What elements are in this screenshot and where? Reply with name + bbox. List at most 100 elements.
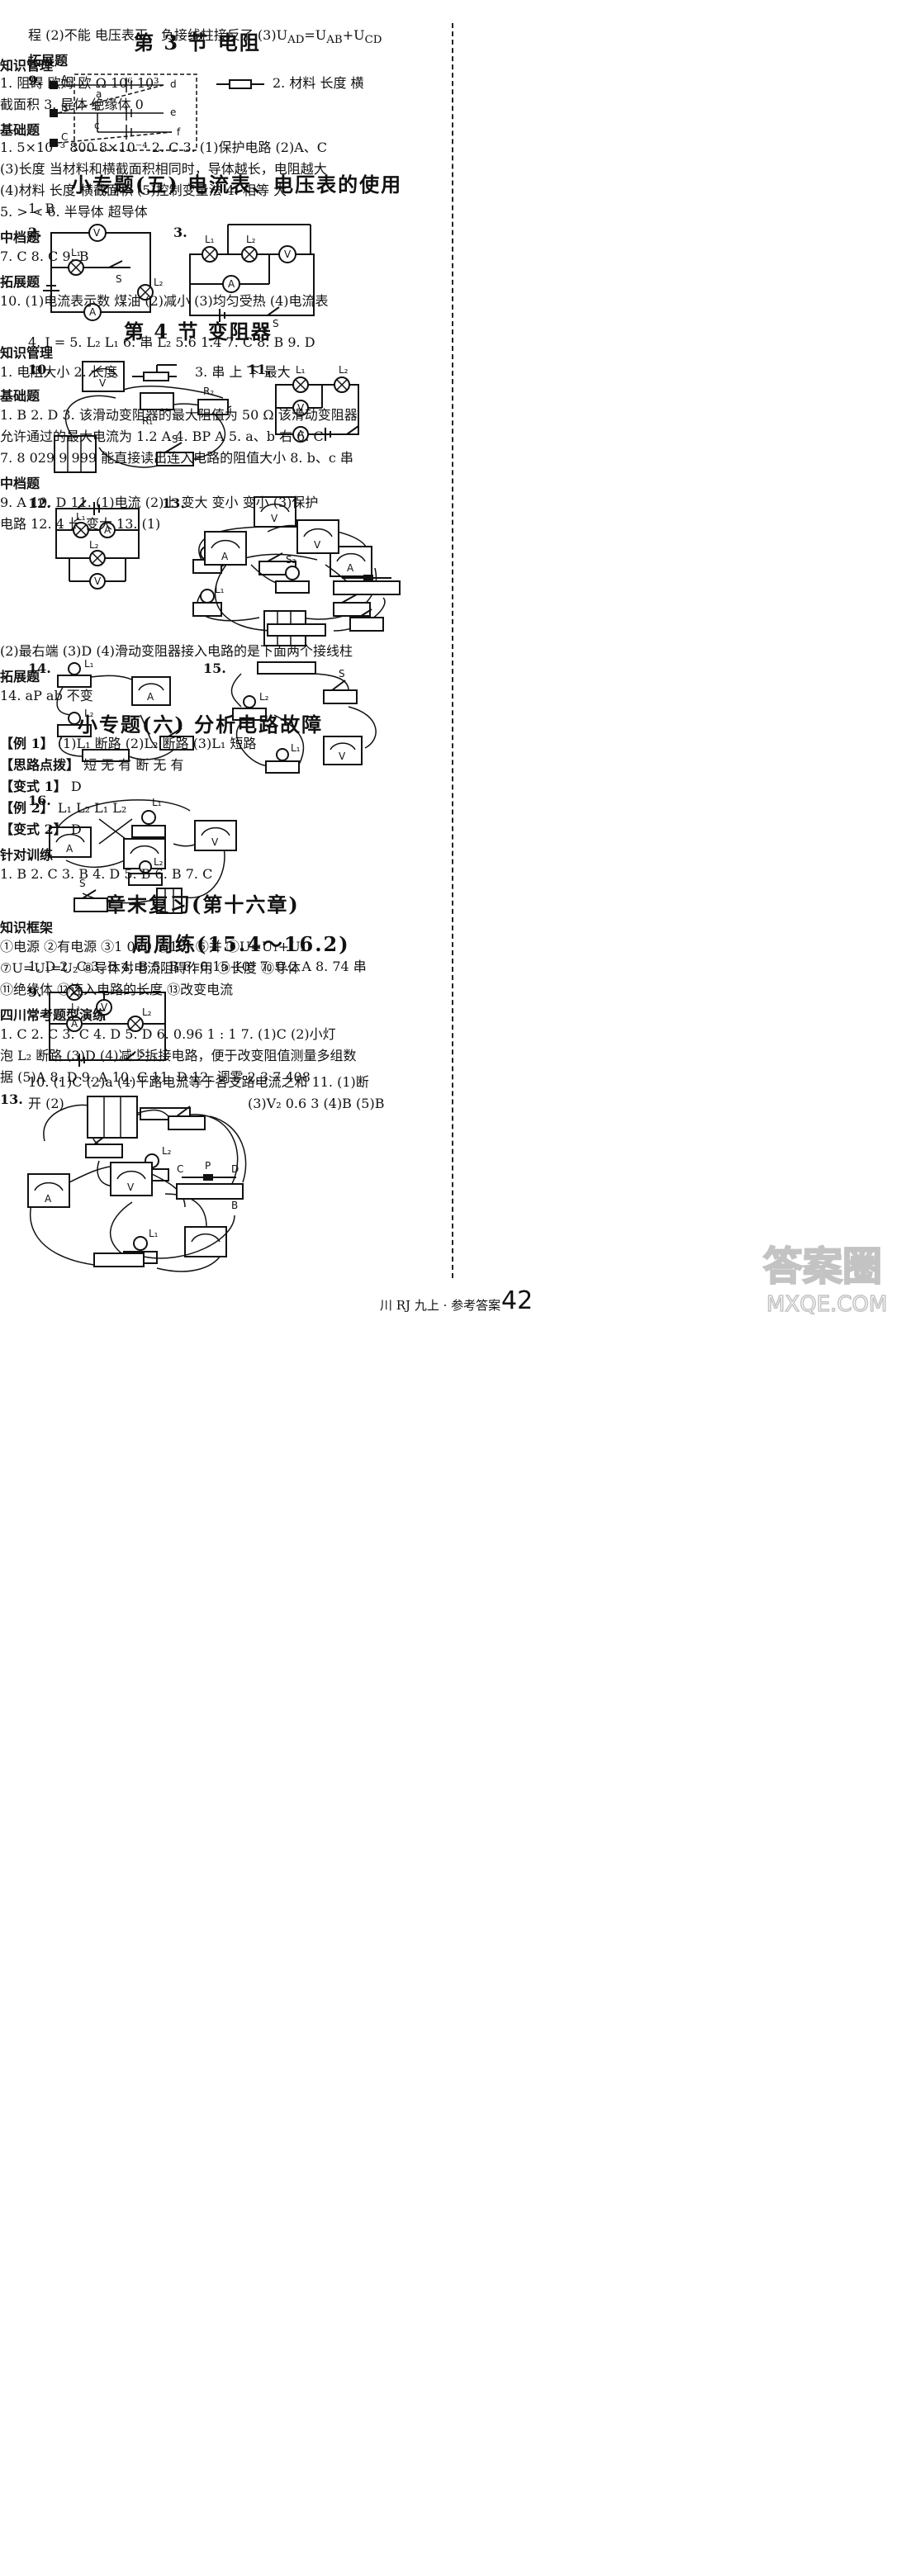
svg-text:L₂: L₂ (339, 364, 349, 376)
svg-text:L₂: L₂ (246, 234, 256, 245)
answer-line: 程 (2)不能 电压表正、负接线柱接反了 (3)UAD=UAB+UCD (28, 27, 382, 47)
answer-line: 10. (1)C (2)a (4)干路电流等于各支路电流之和 11. (1)断 (28, 1074, 369, 1090)
svg-text:S₂: S₂ (286, 554, 296, 566)
example-line: 【例 1】 (1)L₁ 断路 (2)L₂ 断路 (3)L₁ 短路 (0, 736, 257, 751)
section-label: 基础题 (0, 388, 40, 404)
answer-line: 4. I = 5. L₂ L₁ 6. 串 L₂ 5.6 1.4 7. C 8. … (28, 334, 315, 350)
q16-physical-circuit: A L₁ V L₂ S (49, 797, 237, 914)
svg-text:V: V (127, 1181, 135, 1193)
resistor-symbol (216, 79, 264, 89)
topic-title-6: 小专题(六) 分析电路故障 (78, 713, 324, 736)
svg-text:A: A (71, 1018, 78, 1030)
question-number: 13. (162, 495, 185, 511)
q12-circuit-diagram: L₁ A L₂ V (55, 500, 140, 590)
q15-physical-circuit: S L₂ V L₁ (230, 661, 377, 774)
section-label: 拓展题 (0, 274, 40, 290)
svg-text:C: C (177, 1163, 183, 1175)
answer-line: 截面积 3. 导体 绝缘体 0 (0, 97, 144, 112)
answer-line: (3)V₂ 0.6 3 (4)B (5)B (248, 1096, 385, 1111)
svg-text:L₂: L₂ (142, 1006, 152, 1018)
section-label: 中档题 (0, 230, 40, 245)
answer-line: 1. B (28, 201, 55, 216)
svg-text:L₁: L₁ (291, 742, 301, 754)
question-number: 14. (28, 661, 51, 676)
svg-text:S: S (339, 668, 345, 680)
question-number: 11. (248, 362, 271, 377)
q10-physical-circuit: V R₁ R₂ S (54, 361, 232, 473)
svg-text:L₁: L₁ (71, 247, 81, 258)
answer-line: (4)材料 长度 横截面积 (5)控制变量法 4. 相等 大 (0, 182, 287, 198)
svg-text:V: V (314, 539, 321, 551)
question-number: 3. (173, 225, 187, 240)
section-title-3: 第 3 节 电阻 (134, 31, 261, 54)
svg-text:A: A (221, 551, 229, 562)
q14-physical-circuit: L₁ A L₂ (56, 658, 194, 762)
column-divider (452, 23, 453, 1278)
label-a: a (96, 88, 102, 100)
svg-text:L₁: L₁ (149, 1228, 159, 1239)
svg-text:A: A (147, 691, 154, 703)
answer-line: 9. A 10. D 11. (1)电流 (2)上 变大 变小 变小 (3)保护 (0, 495, 319, 510)
answer-line: 1. 电阻大小 2. 长度 (0, 364, 117, 380)
svg-text:R₁: R₁ (142, 415, 153, 427)
section-label: 基础题 (0, 122, 40, 138)
label-d: d (170, 78, 177, 90)
question-number: 2. (28, 225, 42, 240)
answer-line: (3)长度 当材料和横截面积相同时，导体越长，电阻越大 (0, 161, 327, 177)
svg-text:S: S (172, 433, 178, 445)
footer-label: 川 RJ 九上 · 参考答案 (380, 1298, 501, 1313)
answer-line: 1. D 2. C 3. B 4. B 5. B 6. 0.15 10⁴ 7. … (28, 959, 367, 974)
svg-text:L₁: L₁ (205, 234, 215, 245)
svg-text:L₁: L₁ (76, 511, 86, 523)
svg-text:A: A (104, 524, 111, 536)
question-number: 16. (28, 793, 51, 808)
svg-text:L₂: L₂ (89, 539, 99, 551)
answer-line: 泡 L₂ 断路 (3)D (4)减少拆接电路，便于改变阻值测量多组数 (0, 1048, 357, 1063)
tip-line: 【思路点拨】 短 无 有 断 无 有 (0, 757, 184, 773)
answer-line: 1. B 2. D 3. 该滑动变阻器的最大阻值为 50 Ω 该滑动变阻器 (0, 407, 358, 423)
section-title-4: 第 4 节 变阻器 (124, 320, 273, 343)
svg-text:L₂: L₂ (154, 856, 164, 868)
label-B: B (61, 102, 68, 113)
right-column: 第 3 节 电阻 知识管理 1. 阻碍 欧姆 欧 Ω 10⁶ 10³ 2. 材料… (0, 31, 461, 2576)
rheostat-symbol (132, 364, 177, 381)
svg-text:L₁: L₁ (296, 364, 306, 376)
section-label: 拓展题 (0, 669, 40, 684)
q13-rheostat-physical-circuit: A V (204, 519, 401, 637)
svg-text:V: V (339, 751, 346, 762)
chapter-review-title: 章末复习(第十六章) (106, 893, 300, 916)
svg-text:P: P (205, 1160, 211, 1172)
answer-line: 开 (2) (28, 1096, 64, 1111)
section-label: 知识框架 (0, 920, 54, 935)
svg-text:A: A (347, 562, 354, 574)
section-label: 四川常考题型演练 (0, 1007, 107, 1023)
answer-line: 3. 串 上 下 最大 (195, 364, 291, 380)
answer-line: 1. C 2. C 3. C 4. D 5. D 6. 0.96 1 : 1 7… (0, 1026, 336, 1042)
svg-text:答案圈: 答案圈 (763, 1243, 882, 1290)
answer-line: (2)最右端 (3)D (4)滑动变阻器接入电路的是下面两个接线柱 (0, 643, 353, 659)
section-label: 中档题 (0, 476, 40, 491)
svg-text:L₂: L₂ (84, 708, 94, 719)
svg-text:S: S (139, 1048, 145, 1059)
answer-line: 14. aP ab 不变 (0, 688, 93, 703)
svg-text:V: V (94, 575, 102, 587)
svg-text:V: V (297, 402, 305, 414)
answer-line: ⑦U=U₁=U₂ ⑧导体对电流阻碍作用 ⑨长度 ⑩导体 (0, 960, 301, 976)
svg-text:D: D (231, 1163, 239, 1175)
page-footer: 川 RJ 九上 · 参考答案 42 (0, 1286, 920, 1321)
weekly-q9-circuit-diagram: L₁ V A L₂ S (49, 984, 166, 1067)
svg-text:S: S (79, 878, 86, 889)
label-e: e (170, 107, 176, 118)
svg-text:L₁: L₁ (84, 658, 94, 670)
variant-line: 【变式 1】 D (0, 779, 82, 794)
answer-line: 2. 材料 长度 横 (273, 75, 364, 91)
variant-line: 【变式 2】 D (0, 822, 82, 837)
answer-line: ⑪绝缘体 ⑫连入电路的长度 ⑬改变电流 (0, 982, 234, 997)
svg-text:B: B (231, 1200, 238, 1211)
svg-text:L₂: L₂ (154, 277, 164, 288)
answer-line: 10. (1)电流表示数 煤油 (2)减小 (3)均匀受热 (4)电流表 (0, 293, 329, 309)
svg-text:V: V (271, 513, 278, 524)
svg-text:A: A (89, 306, 97, 318)
question-number: 15. (203, 661, 226, 676)
